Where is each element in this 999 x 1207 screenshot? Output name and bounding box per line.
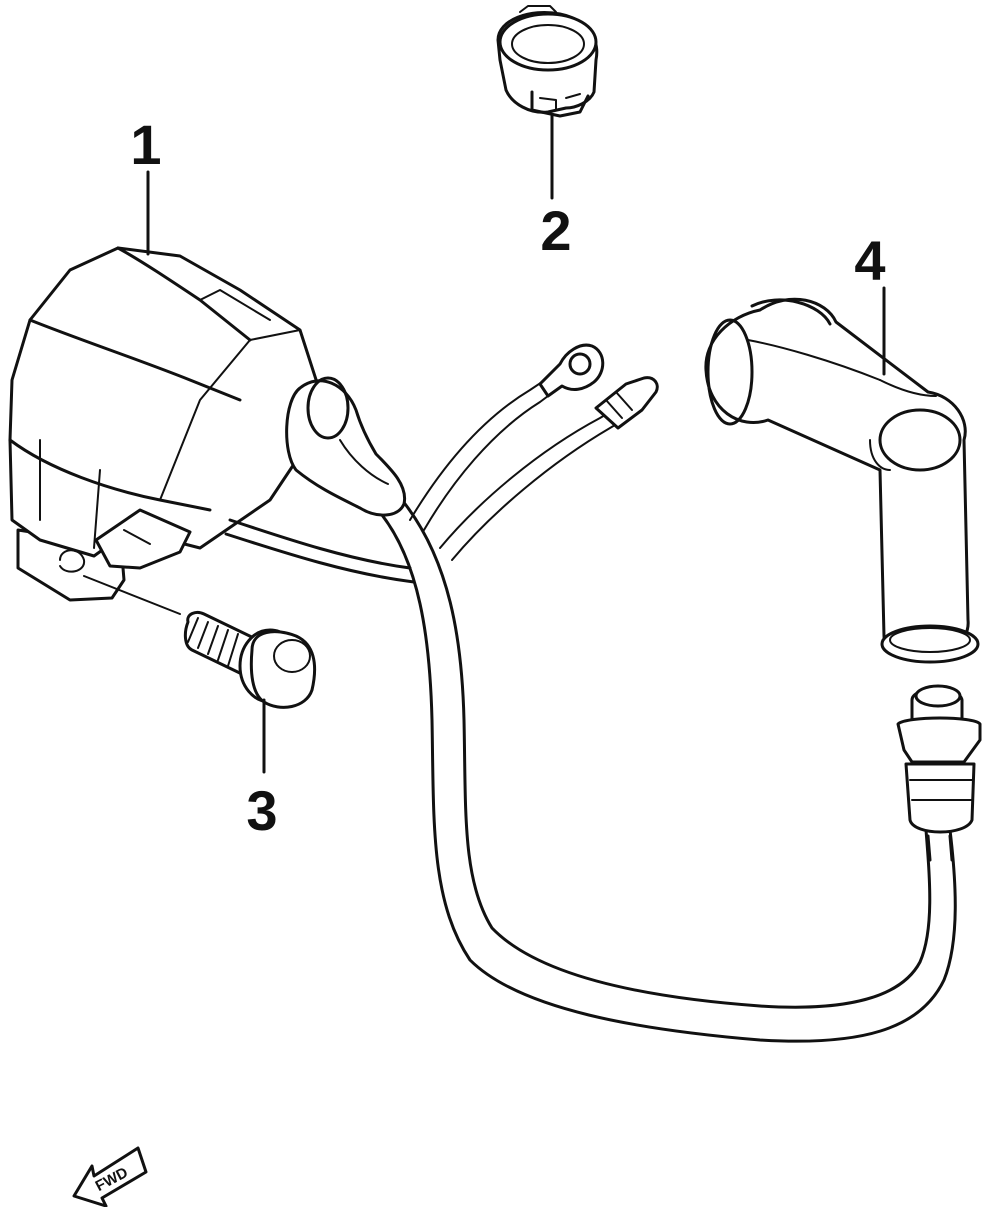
- mounting-bolt: [83, 575, 317, 709]
- hose-clamp: [496, 5, 599, 118]
- callout-3: 3: [246, 779, 277, 842]
- high-tension-cable: [376, 498, 957, 1043]
- spark-plug-cap: [704, 297, 980, 664]
- cable-end-fitting: [896, 684, 982, 862]
- callout-4: 4: [854, 229, 885, 292]
- fwd-arrow-icon: FWD: [72, 1146, 148, 1207]
- lead-wires: [409, 343, 659, 561]
- callout-2: 2: [540, 199, 571, 262]
- leader-lines: [146, 114, 886, 774]
- ignition-coil: [8, 246, 416, 602]
- callout-1: 1: [130, 113, 161, 176]
